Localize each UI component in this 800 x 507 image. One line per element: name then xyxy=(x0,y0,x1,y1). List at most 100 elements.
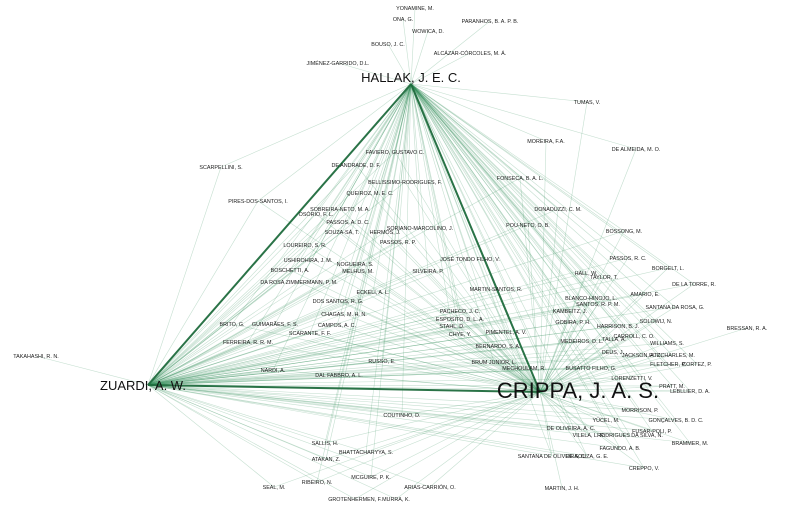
node-label[interactable]: BRESSAN, R. A. xyxy=(727,326,767,332)
node-label[interactable]: JACKSON, A. C. xyxy=(622,353,662,359)
node-label[interactable]: ESPOSITO, D. L. A. xyxy=(436,317,484,323)
node-label[interactable]: SANTANA DE OLIVEIRA, C. xyxy=(518,454,587,460)
node-label[interactable]: DA ROSA ZIMMERMANN, P. M. xyxy=(260,280,337,286)
node-label[interactable]: PASSOS, R. C. xyxy=(609,256,646,262)
node-label[interactable]: NOGUEIRA, S. xyxy=(337,262,374,268)
node-label[interactable]: WILLIAMS, S. xyxy=(650,341,684,347)
node-label[interactable]: FAVIERO, GUSTAVO C. xyxy=(366,150,424,156)
node-label[interactable]: MARTIN, J. H. xyxy=(545,486,580,492)
node-label[interactable]: BHATTACHARYYA, S. xyxy=(339,450,393,456)
hub-label-zuardi[interactable]: ZUARDI, A. W. xyxy=(100,378,186,393)
node-label[interactable]: WOWICA, D. xyxy=(412,29,444,35)
node-label[interactable]: BOSCHETTI, A. xyxy=(271,268,310,274)
node-label[interactable]: BOSSONG, M. xyxy=(606,229,642,235)
node-label[interactable]: FONSECA, B. A. L. xyxy=(497,176,543,182)
node-label[interactable]: LOUREIRO, S. R. xyxy=(283,243,326,249)
node-label[interactable]: HALL, W. xyxy=(575,271,598,277)
node-label[interactable]: COUTINHO, D. xyxy=(383,413,420,419)
node-label[interactable]: SCARPELLINI, S. xyxy=(199,165,242,171)
node-label[interactable]: BLANCO-HINOJO, L. xyxy=(565,296,617,302)
node-label[interactable]: DE OLIVEIRA, A. C. xyxy=(547,426,596,432)
node-label[interactable]: GROTENHERMEN, F. xyxy=(328,497,382,503)
node-label[interactable]: PASSOS, R. P. xyxy=(380,240,416,246)
node-label[interactable]: MCGUIRE, P. K. xyxy=(351,475,390,481)
node-label[interactable]: ATAKAN, Z. xyxy=(312,457,341,463)
node-label[interactable]: DEUS, J. xyxy=(602,350,624,356)
node-label[interactable]: DE ALMEIDA, M. O. xyxy=(612,147,661,153)
node-label[interactable]: ONA, G. xyxy=(393,17,413,23)
node-label[interactable]: PIRES-DOS-SANTOS, I. xyxy=(228,199,288,205)
node-label[interactable]: SOUZA-SÁ, T. xyxy=(325,229,360,236)
node-label[interactable]: FLETCHER, P. xyxy=(650,362,686,368)
node-label[interactable]: VILELA, L. R. xyxy=(573,433,606,439)
node-label[interactable]: RIBEIRO, N. xyxy=(302,480,333,486)
node-label[interactable]: ALCÁZAR-CÓRCOLES, M. Á. xyxy=(434,50,507,57)
node-label[interactable]: DE LA TORRE, R. xyxy=(672,282,716,288)
node-label[interactable]: RODRIGUES DA SILVA, N. xyxy=(597,433,663,439)
node-label[interactable]: SOLOWIJ, N. xyxy=(640,319,673,325)
node-label[interactable]: FITZCHARLES, M. xyxy=(649,353,695,359)
node-label[interactable]: CHAGAS, M. H. N. xyxy=(321,312,367,318)
node-label[interactable]: MELHUS, M. xyxy=(342,269,373,275)
node-label[interactable]: HARRISON, B. J. xyxy=(597,324,639,330)
node-label[interactable]: STAHL, D. xyxy=(439,324,464,330)
node-label[interactable]: SOBREIRA-NETO, M. A. xyxy=(310,207,370,213)
node-label[interactable]: BOUSO, J. C. xyxy=(371,42,405,48)
node-label[interactable]: CORTEZ, P. xyxy=(682,362,711,368)
node-label[interactable]: GOBIRA, P. H. xyxy=(555,320,590,326)
node-label[interactable]: SILVEIRA, P. xyxy=(412,269,443,275)
node-label[interactable]: MECHOULAM, R. xyxy=(502,366,545,372)
node-label[interactable]: FAGUNDO, A. B. xyxy=(599,446,640,452)
node-label[interactable]: LORENZETTI, V. xyxy=(611,376,652,382)
node-label[interactable]: BRITO, G. xyxy=(219,322,244,328)
node-label[interactable]: MOREIRA, F.A. xyxy=(527,139,564,145)
node-label[interactable]: BORGELT, L. xyxy=(652,266,684,272)
node-label[interactable]: BERNARDO, S. A. xyxy=(476,344,521,350)
node-label[interactable]: CHYE, Y. xyxy=(449,332,471,338)
node-label[interactable]: LEBLLIER, D. A. xyxy=(670,389,710,395)
node-label[interactable]: DAL FABBRO, A. L. xyxy=(315,373,362,379)
node-label[interactable]: TUMAS, V. xyxy=(574,100,600,106)
node-label[interactable]: ARIAS-CARRIÓN, O. xyxy=(404,484,456,491)
node-label[interactable]: NARDI, A. xyxy=(261,368,286,374)
node-label[interactable]: SANTOS, R. P. M. xyxy=(576,302,620,308)
node-label[interactable]: DONADUZZI, C. M. xyxy=(534,207,581,213)
node-label[interactable]: TAYLOR, T. xyxy=(590,275,618,281)
node-label[interactable]: YONAMINE, M. xyxy=(396,6,434,12)
node-label[interactable]: TALLA, A. xyxy=(602,337,626,343)
node-label[interactable]: USHIROHIRA, J. M. xyxy=(284,258,333,264)
node-label[interactable]: SALLIS, H. xyxy=(312,441,339,447)
node-label[interactable]: TAKAHASHI, R. N. xyxy=(13,354,58,360)
node-label[interactable]: POU-NETO, O. B. xyxy=(506,223,550,229)
node-label[interactable]: CARROLL, C. O. xyxy=(613,334,654,340)
node-label[interactable]: JIMÉNEZ-GARRIDO, D.L. xyxy=(307,60,370,67)
node-label[interactable]: BELLISSIMO-RODRIGUES, F. xyxy=(368,180,442,186)
node-label[interactable]: MURRA, K. xyxy=(382,497,410,503)
node-label[interactable]: PASSOS, A. D. C. xyxy=(326,220,369,226)
node-label[interactable]: BRAMMER, M. xyxy=(672,441,709,447)
node-label[interactable]: MEDEIROS, D. L. xyxy=(560,339,603,345)
node-label[interactable]: KAMBEITZ, J. xyxy=(553,309,587,315)
node-label[interactable]: BUSATTO FILHO, G. xyxy=(565,366,616,372)
node-label[interactable]: MORRISON, P. xyxy=(621,408,658,414)
node-label[interactable]: SCARANTE, F. F. xyxy=(289,331,331,337)
node-label[interactable]: DE ANDRADE, D. F. xyxy=(331,163,380,169)
node-label[interactable]: AMARIO, E. xyxy=(630,292,659,298)
node-label[interactable]: PARANHOS, B. A. P. B. xyxy=(462,19,519,25)
node-label[interactable]: GUIMARÃES, F. S. xyxy=(252,321,298,328)
node-label[interactable]: CREPPO, V. xyxy=(629,466,659,472)
node-label[interactable]: MARTIN-SANTOS, R. xyxy=(470,287,523,293)
node-label[interactable]: OSÓRIO, F. L. xyxy=(299,211,334,218)
node-label[interactable]: GONÇALVES, B. D. C. xyxy=(648,418,703,424)
node-label[interactable]: CAMPOS, A. C. xyxy=(318,323,356,329)
node-label[interactable]: QUEIROZ, M. E. C. xyxy=(346,191,393,197)
hub-label-hallak[interactable]: HALLAK, J. E. C. xyxy=(361,70,461,85)
node-label[interactable]: DOS SANTOS, R. G. xyxy=(313,299,364,305)
node-label[interactable]: ECKELI, A. L. xyxy=(357,290,390,296)
node-label[interactable]: HERMOS, J. xyxy=(370,230,401,236)
node-label[interactable]: BRUM JUNIOR, L. xyxy=(472,360,517,366)
node-label[interactable]: SORIANO-MARCOLINO, J. xyxy=(387,226,454,232)
hub-label-crippa[interactable]: CRIPPA, J. A. S. xyxy=(497,378,659,403)
node-label[interactable]: PRATT, M. xyxy=(659,384,685,390)
node-label[interactable]: SANTANA DA ROSA, G. xyxy=(646,305,705,311)
